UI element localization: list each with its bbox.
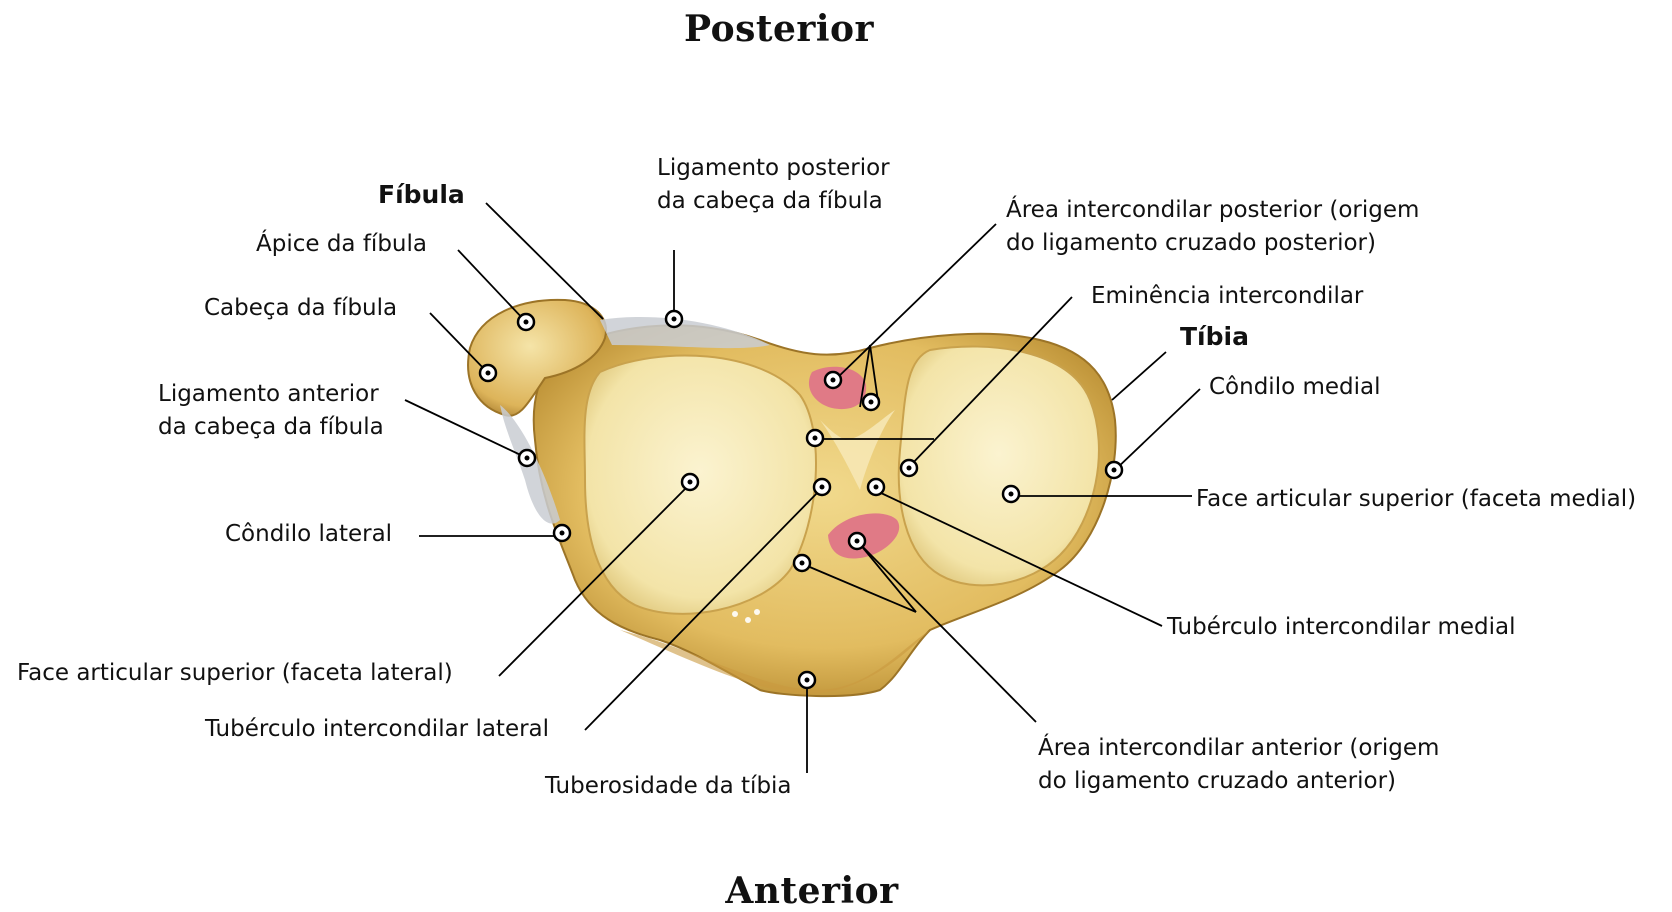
label-ligamento-posterior-line2: da cabeça da fíbula — [657, 185, 890, 218]
label-condilo-lateral: Côndilo lateral — [225, 518, 392, 551]
label-tuberculo-medial: Tubérculo intercondilar medial — [1167, 611, 1515, 644]
label-area-posterior-line1: Área intercondilar posterior (origem — [1006, 194, 1419, 227]
label-fibula: Fíbula — [378, 178, 465, 211]
posterior-fibular-ligament — [600, 317, 770, 348]
label-tuberculo-lateral: Tubérculo intercondilar lateral — [205, 713, 549, 746]
label-area-intercondilar-anterior: Área intercondilar anterior (origem do l… — [1038, 732, 1439, 798]
label-face-medial: Face articular superior (faceta medial) — [1196, 483, 1636, 516]
label-apice-fibula: Ápice da fíbula — [256, 228, 427, 261]
label-area-intercondilar-posterior: Área intercondilar posterior (origem do … — [1006, 194, 1419, 260]
label-face-lateral: Face articular superior (faceta lateral) — [17, 657, 453, 690]
label-condilo-medial: Côndilo medial — [1209, 371, 1381, 404]
label-ligamento-anterior-line1: Ligamento anterior — [158, 378, 384, 411]
label-area-anterior-line2: do ligamento cruzado anterior) — [1038, 765, 1439, 798]
label-ligamento-anterior-line2: da cabeça da fíbula — [158, 411, 384, 444]
orientation-anterior: Anterior — [725, 870, 898, 912]
label-tibia: Tíbia — [1180, 320, 1249, 353]
label-cabeca-fibula: Cabeça da fíbula — [204, 292, 397, 325]
label-ligamento-anterior: Ligamento anterior da cabeça da fíbula — [158, 378, 384, 444]
label-ligamento-posterior-line1: Ligamento posterior — [657, 152, 890, 185]
label-area-anterior-line1: Área intercondilar anterior (origem — [1038, 732, 1439, 765]
orientation-posterior: Posterior — [684, 8, 874, 50]
label-ligamento-posterior: Ligamento posterior da cabeça da fíbula — [657, 152, 890, 218]
label-eminencia-intercondilar: Eminência intercondilar — [1091, 280, 1363, 313]
label-area-posterior-line2: do ligamento cruzado posterior) — [1006, 227, 1419, 260]
lateral-facet — [584, 355, 816, 613]
label-tuberosidade-tibia: Tuberosidade da tíbia — [545, 770, 792, 803]
